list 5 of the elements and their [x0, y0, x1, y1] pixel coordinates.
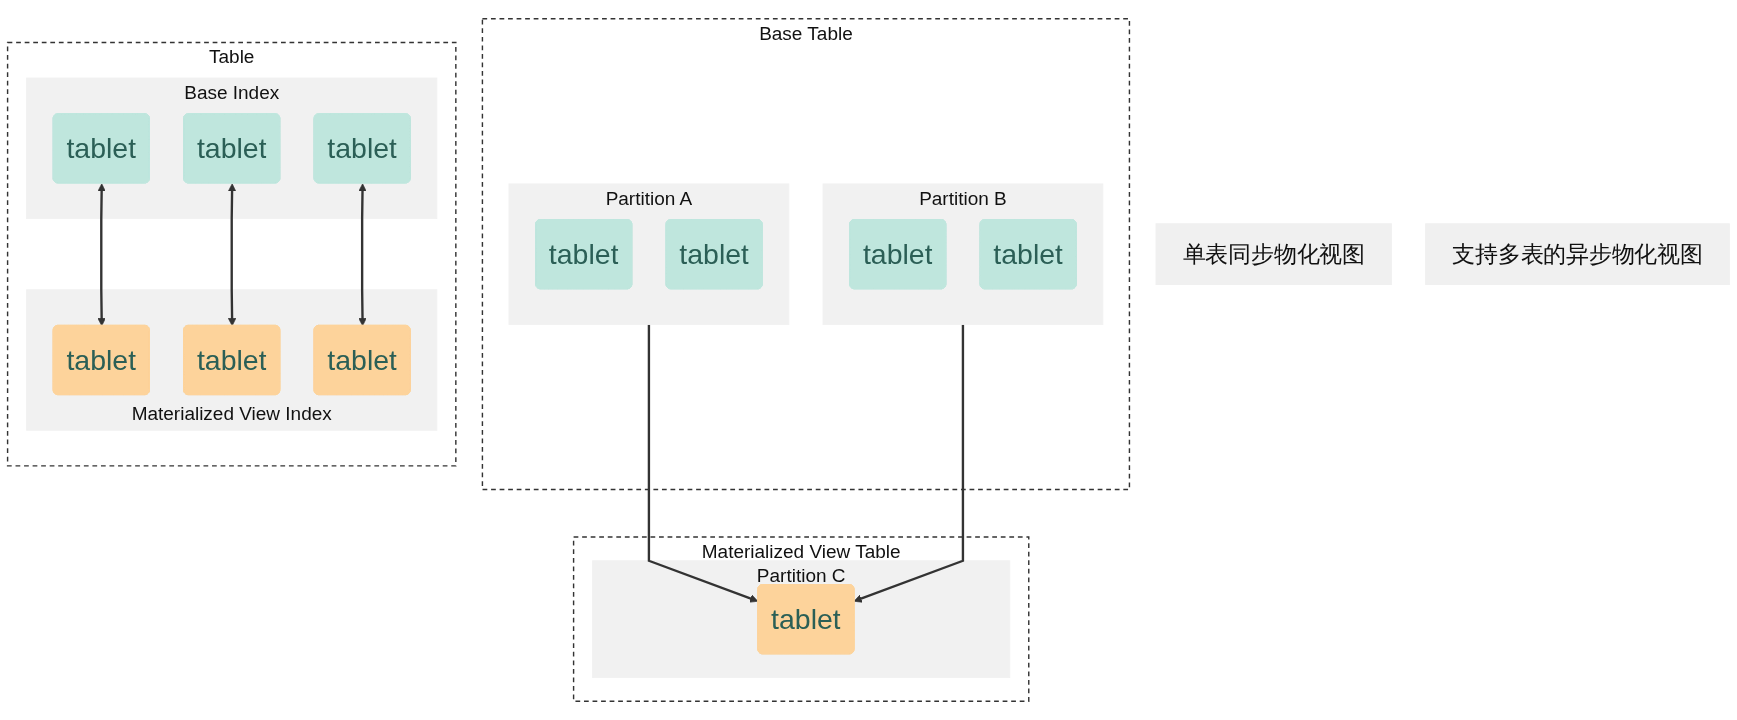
arrow — [358, 183, 367, 327]
arrow — [227, 183, 237, 327]
arrow — [97, 183, 106, 327]
arrow — [853, 324, 965, 603]
arrow — [647, 324, 759, 603]
